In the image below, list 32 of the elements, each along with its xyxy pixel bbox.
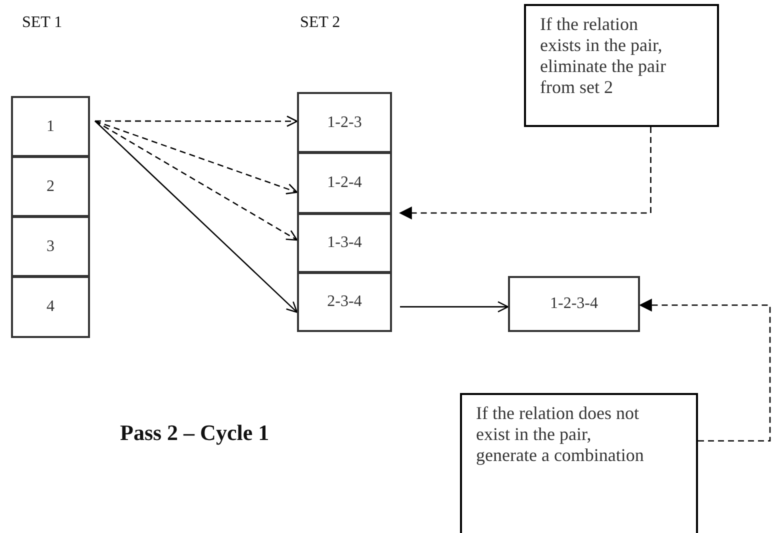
pass-title: Pass 2 – Cycle 1 — [120, 420, 270, 446]
node-text: 1-2-4 — [327, 174, 362, 192]
process-box — [508, 276, 640, 332]
arrow — [95, 116, 298, 127]
node-text: 1 — [46, 118, 54, 136]
arrow — [94, 120, 298, 313]
process-box — [297, 152, 392, 214]
column-heading: SET 1 — [22, 14, 62, 32]
process-box — [297, 272, 392, 332]
column-heading: SET 2 — [300, 14, 340, 32]
process-box — [297, 213, 392, 273]
node-text: If the relation exists in the pair, eliminate the pair from set 2 — [540, 14, 666, 98]
node-text: 3 — [46, 238, 54, 256]
arrow — [400, 301, 509, 312]
process-box — [297, 92, 392, 153]
leader-arrow — [638, 298, 771, 442]
leader-arrow — [398, 127, 652, 220]
note-box — [524, 4, 719, 127]
node-text: 2-3-4 — [327, 293, 362, 311]
arrow — [94, 120, 298, 194]
node-text: 1-2-3 — [327, 114, 362, 132]
process-box — [11, 216, 90, 277]
note-box — [460, 393, 698, 533]
node-text: If the relation does not exist in the pair, generate a combination — [476, 403, 644, 466]
process-box — [11, 96, 90, 157]
node-text: 4 — [46, 298, 54, 316]
node-text: 2 — [46, 178, 54, 196]
arrow — [94, 120, 298, 241]
node-text: 1-3-4 — [327, 234, 362, 252]
node-text: 1-2-3-4 — [550, 295, 598, 313]
process-box — [11, 156, 90, 217]
process-box — [11, 276, 90, 338]
